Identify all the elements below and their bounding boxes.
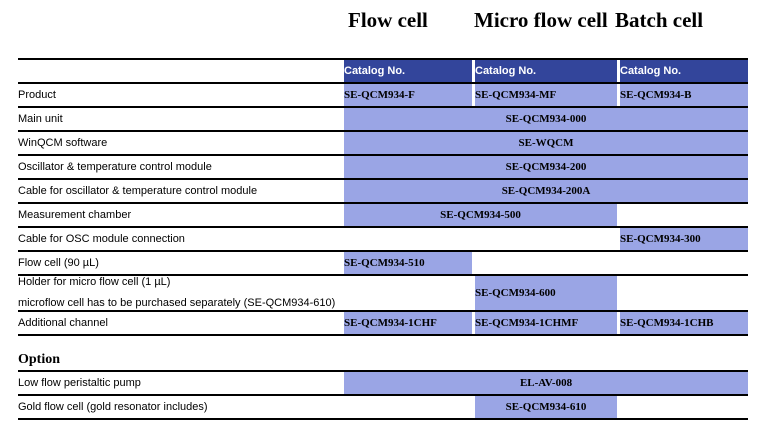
row-label-holder-line1: Holder for micro flow cell (1 µL) <box>18 276 171 288</box>
cell-flow-cell-90ul-batch-empty <box>620 250 748 276</box>
option-table: Low flow peristaltic pump EL-AV-008 Gold… <box>18 370 749 420</box>
row-label-measurement-chamber: Measurement chamber <box>18 202 344 228</box>
table-row: Holder for micro flow cell (1 µL) microf… <box>18 274 748 312</box>
row-label-additional-channel: Additional channel <box>18 310 344 336</box>
table-row: Measurement chamber SE-QCM934-500 <box>18 202 748 228</box>
cell-winqcm-software-merged: SE-WQCM <box>344 130 748 156</box>
row-label-product: Product <box>18 82 344 108</box>
cell-cable-osc-micro-empty <box>475 226 617 252</box>
header-spacer-cell <box>18 58 344 84</box>
column-divider <box>472 394 475 420</box>
column-divider <box>617 202 620 228</box>
column-divider <box>472 226 475 252</box>
option-cell-gold-flow-batch-empty <box>620 394 749 420</box>
column-header-micro-flow-cell: Catalog No. <box>475 58 617 84</box>
column-divider <box>472 274 475 312</box>
table-row: Cable for OSC module connection SE-QCM93… <box>18 226 748 252</box>
table-row: Gold flow cell (gold resonator includes)… <box>18 394 749 420</box>
row-label-winqcm-software: WinQCM software <box>18 130 344 156</box>
cell-cable-osc-flow-empty <box>344 226 472 252</box>
cell-product-micro-flow-cell: SE-QCM934-MF <box>475 82 617 108</box>
group-header-row: Flow cell Micro flow cell Batch cell <box>0 6 763 40</box>
column-divider <box>617 310 620 336</box>
column-divider <box>472 82 475 108</box>
cell-holder-micro: SE-QCM934-600 <box>475 274 617 312</box>
row-label-flow-cell-90ul: Flow cell (90 µL) <box>18 250 344 276</box>
table-row: Low flow peristaltic pump EL-AV-008 <box>18 370 749 396</box>
cell-cable-osc-batch: SE-QCM934-300 <box>620 226 748 252</box>
column-divider <box>617 226 620 252</box>
column-divider <box>617 58 620 84</box>
cell-flow-cell-90ul-flow: SE-QCM934-510 <box>344 250 472 276</box>
table-row: Additional channel SE-QCM934-1CHF SE-QCM… <box>18 310 748 336</box>
column-divider <box>472 58 475 84</box>
cell-product-flow-cell: SE-QCM934-F <box>344 82 472 108</box>
cell-additional-channel-flow: SE-QCM934-1CHF <box>344 310 472 336</box>
cell-flow-cell-90ul-micro-empty <box>475 250 617 276</box>
column-divider <box>472 250 475 276</box>
table-row: Oscillator & temperature control module … <box>18 154 748 180</box>
cell-oscillator-module-merged: SE-QCM934-200 <box>344 154 748 180</box>
cell-main-unit-merged: SE-QCM934-000 <box>344 106 748 132</box>
option-section-title: Option <box>18 352 61 367</box>
column-divider <box>617 250 620 276</box>
table-row: WinQCM software SE-WQCM <box>18 130 748 156</box>
option-cell-gold-flow-empty <box>344 394 472 420</box>
group-header-flow-cell: Flow cell <box>348 8 428 32</box>
row-label-holder-line2: microflow cell has to be purchased separ… <box>18 297 336 309</box>
cell-additional-channel-micro: SE-QCM934-1CHMF <box>475 310 617 336</box>
row-label-oscillator-module: Oscillator & temperature control module <box>18 154 344 180</box>
option-cell-peristaltic-pump-merged: EL-AV-008 <box>344 370 749 396</box>
cell-measurement-chamber-merged: SE-QCM934-500 <box>344 202 617 228</box>
table-row: Main unit SE-QCM934-000 <box>18 106 748 132</box>
row-label-cable-oscillator-module: Cable for oscillator & temperature contr… <box>18 178 344 204</box>
cell-holder-batch-empty <box>620 274 748 312</box>
cell-additional-channel-batch: SE-QCM934-1CHB <box>620 310 748 336</box>
cell-measurement-chamber-batch-empty <box>620 202 748 228</box>
table-row: Flow cell (90 µL) SE-QCM934-510 <box>18 250 748 276</box>
cell-holder-flow-empty <box>344 274 472 312</box>
specification-table: Catalog No. Catalog No. Catalog No. Prod… <box>18 58 748 336</box>
column-divider <box>617 394 620 420</box>
column-divider <box>472 310 475 336</box>
table-row: Product SE-QCM934-F SE-QCM934-MF SE-QCM9… <box>18 82 748 108</box>
group-header-micro-flow-cell: Micro flow cell <box>474 8 608 32</box>
column-divider <box>617 274 620 312</box>
option-row-label-peristaltic-pump: Low flow peristaltic pump <box>18 370 344 396</box>
column-divider <box>617 82 620 108</box>
column-header-flow-cell: Catalog No. <box>344 58 472 84</box>
option-row-label-gold-flow-cell: Gold flow cell (gold resonator includes) <box>18 394 344 420</box>
table-row: Cable for oscillator & temperature contr… <box>18 178 748 204</box>
cell-product-batch-cell: SE-QCM934-B <box>620 82 748 108</box>
row-label-main-unit: Main unit <box>18 106 344 132</box>
row-label-cable-osc-connection: Cable for OSC module connection <box>18 226 344 252</box>
row-label-holder-micro-flow-cell: Holder for micro flow cell (1 µL) microf… <box>18 274 344 312</box>
table-header-row: Catalog No. Catalog No. Catalog No. <box>18 58 748 84</box>
group-header-batch-cell: Batch cell <box>615 8 704 32</box>
option-cell-gold-flow-micro: SE-QCM934-610 <box>475 394 617 420</box>
column-header-batch-cell: Catalog No. <box>620 58 748 84</box>
cell-cable-oscillator-module-merged: SE-QCM934-200A <box>344 178 748 204</box>
